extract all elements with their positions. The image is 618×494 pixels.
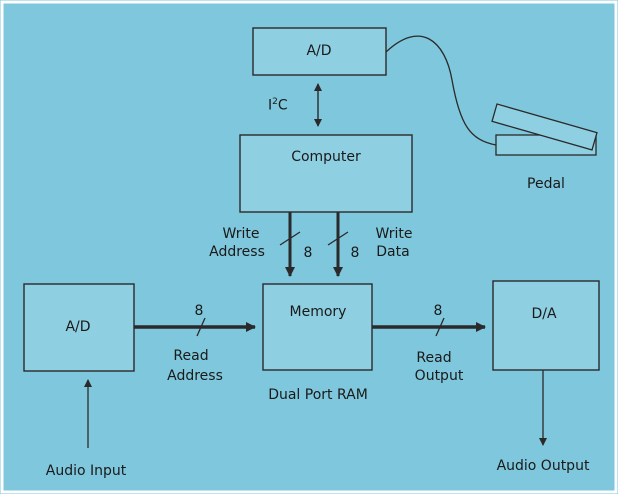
pedal-graphic xyxy=(492,104,597,155)
write-address-label-2: Address xyxy=(209,244,265,260)
pedal-label: Pedal xyxy=(527,176,565,192)
da-label: D/A xyxy=(531,306,556,322)
top-ad-label: A/D xyxy=(306,43,331,59)
memory-label: Memory xyxy=(290,304,347,320)
da-box xyxy=(493,281,599,370)
left-ad-label: A/D xyxy=(65,319,90,335)
write-address-width: 8 xyxy=(304,245,313,261)
read-output-width: 8 xyxy=(434,303,443,319)
read-output-label-2: Output xyxy=(415,368,464,384)
memory-box xyxy=(263,284,372,370)
read-address-label-2: Address xyxy=(167,368,223,384)
i2c-label: I2C xyxy=(268,94,288,114)
write-data-width: 8 xyxy=(351,245,360,261)
write-address-label-1: Write xyxy=(223,226,260,242)
read-output-label-1: Read xyxy=(416,350,451,366)
computer-box xyxy=(240,135,412,212)
write-data-label-1: Write xyxy=(376,226,413,242)
dual-port-ram-label: Dual Port RAM xyxy=(268,387,368,403)
i2c-tail: C xyxy=(278,98,288,114)
audio-input-label: Audio Input xyxy=(46,463,127,479)
read-address-width: 8 xyxy=(195,303,204,319)
audio-output-label: Audio Output xyxy=(497,458,590,474)
pedal-cable xyxy=(386,36,496,145)
computer-label: Computer xyxy=(291,149,361,165)
write-data-label-2: Data xyxy=(376,244,409,260)
read-address-label-1: Read xyxy=(173,348,208,364)
